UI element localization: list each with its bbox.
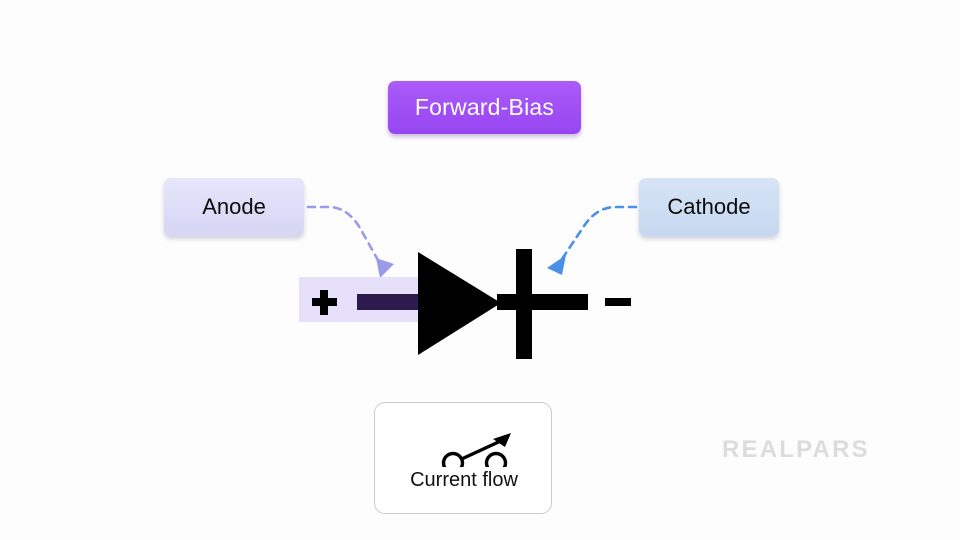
cathode-label-box: Cathode [639,178,779,236]
watermark-text: REALPARS [722,436,870,462]
cathode-lead-wire [530,294,588,310]
current-flow-legend: Current flow [374,402,552,514]
cathode-label: Cathode [667,194,751,219]
anode-wire-highlight [357,294,427,310]
current-flow-icon [441,433,511,467]
anode-label: Anode [202,194,266,219]
forward-bias-label: Forward-Bias [414,94,555,120]
anode-label-box: Anode [164,178,304,236]
forward-bias-badge: Forward-Bias [388,81,581,134]
positive-terminal-symbol [312,290,337,315]
diode-triangle [418,252,501,355]
diode-inner-wire [497,294,521,310]
cathode-bar [516,249,532,359]
negative-terminal-symbol [605,298,631,306]
current-flow-label: Current flow [410,469,518,491]
realpars-watermark: REALPARS [722,436,870,462]
